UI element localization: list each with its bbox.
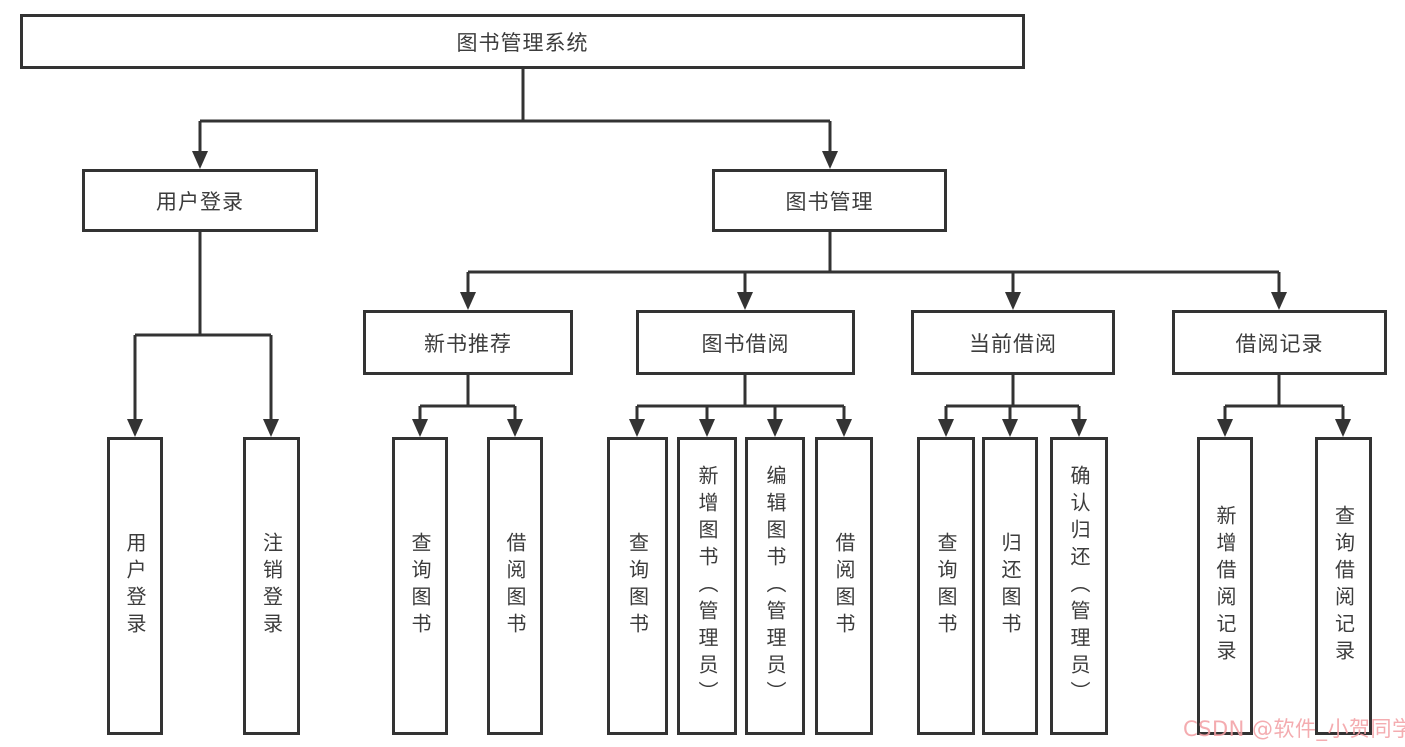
csdn-watermark: CSDN @软件_小贺同学 xyxy=(1183,717,1405,741)
leaf-query-books-borrowing: 查询图书 xyxy=(607,437,668,735)
node-label: 归还图书 xyxy=(998,532,1022,640)
leaf-borrow-books: 借阅图书 xyxy=(815,437,873,735)
arrowhead xyxy=(1217,419,1233,437)
arrowhead xyxy=(938,419,954,437)
node-label: 图书借阅 xyxy=(701,331,790,356)
arrowhead xyxy=(822,151,838,169)
node-label: 确认归还（管理员） xyxy=(1067,464,1091,708)
node-label: 查询借阅记录 xyxy=(1331,505,1356,667)
node-current-borrowing: 当前借阅 xyxy=(911,310,1115,375)
arrowhead xyxy=(1005,292,1021,310)
node-label: 查询图书 xyxy=(408,532,432,640)
connector-newbook-trunk xyxy=(420,375,515,408)
node-label: 查询图书 xyxy=(625,532,650,640)
node-book-borrowing: 图书借阅 xyxy=(636,310,855,375)
arrowhead xyxy=(507,419,523,437)
node-library-management-system: 图书管理系统 xyxy=(20,14,1025,69)
node-label: 查询图书 xyxy=(934,532,958,640)
node-label: 图书管理系统 xyxy=(456,30,589,55)
node-label: 新增借阅记录 xyxy=(1213,505,1237,667)
arrowhead xyxy=(737,292,753,310)
node-label: 借阅记录 xyxy=(1235,331,1324,356)
leaf-add-books-admin: 新增图书（管理员） xyxy=(677,437,737,735)
arrowhead xyxy=(629,419,645,437)
node-book-management: 图书管理 xyxy=(712,169,947,232)
node-label: 新增图书（管理员） xyxy=(695,464,719,708)
arrowhead xyxy=(1002,419,1018,437)
node-label: 当前借阅 xyxy=(969,331,1057,356)
node-label: 图书管理 xyxy=(785,189,874,214)
connector-current-trunk xyxy=(946,375,1079,408)
node-new-book-recommend: 新书推荐 xyxy=(363,310,573,375)
leaf-add-borrow-record: 新增借阅记录 xyxy=(1197,437,1253,735)
leaf-user-login: 用户登录 xyxy=(107,437,163,735)
arrowhead xyxy=(263,419,279,437)
node-label: 编辑图书（管理员） xyxy=(763,464,787,708)
arrowhead xyxy=(412,419,428,437)
node-user-login: 用户登录 xyxy=(82,169,318,232)
node-label: 用户登录 xyxy=(123,532,147,640)
leaf-query-books-recommend: 查询图书 xyxy=(392,437,448,735)
node-label: 注销登录 xyxy=(259,532,284,640)
arrowhead xyxy=(460,292,476,310)
leaf-return-books: 归还图书 xyxy=(982,437,1038,735)
leaf-edit-books-admin: 编辑图书（管理员） xyxy=(745,437,805,735)
node-label: 借阅图书 xyxy=(503,532,527,640)
arrowhead xyxy=(127,419,143,437)
leaf-logout: 注销登录 xyxy=(243,437,300,735)
arrowhead xyxy=(1071,419,1087,437)
arrowhead xyxy=(1335,419,1351,437)
node-label: 借阅图书 xyxy=(832,532,856,640)
node-label: 用户登录 xyxy=(156,189,244,214)
arrowhead xyxy=(699,419,715,437)
connector-root-trunk xyxy=(200,69,830,123)
arrowhead xyxy=(192,151,208,169)
node-label: 新书推荐 xyxy=(424,331,512,356)
connector-records-trunk xyxy=(1225,375,1343,408)
arrowhead xyxy=(1271,292,1287,310)
arrowheads xyxy=(127,151,1351,437)
arrowhead xyxy=(836,419,852,437)
leaf-query-books-current: 查询图书 xyxy=(917,437,975,735)
connector-userlogin-trunk xyxy=(135,232,271,337)
arrowhead xyxy=(767,419,783,437)
leaf-borrow-books-recommend: 借阅图书 xyxy=(487,437,543,735)
connector-bookmgmt-trunk xyxy=(468,232,1279,274)
node-borrowing-records: 借阅记录 xyxy=(1172,310,1387,375)
leaf-confirm-return-admin: 确认归还（管理员） xyxy=(1050,437,1108,735)
connector-borrow-trunk xyxy=(637,375,844,408)
leaf-query-borrow-record: 查询借阅记录 xyxy=(1315,437,1372,735)
